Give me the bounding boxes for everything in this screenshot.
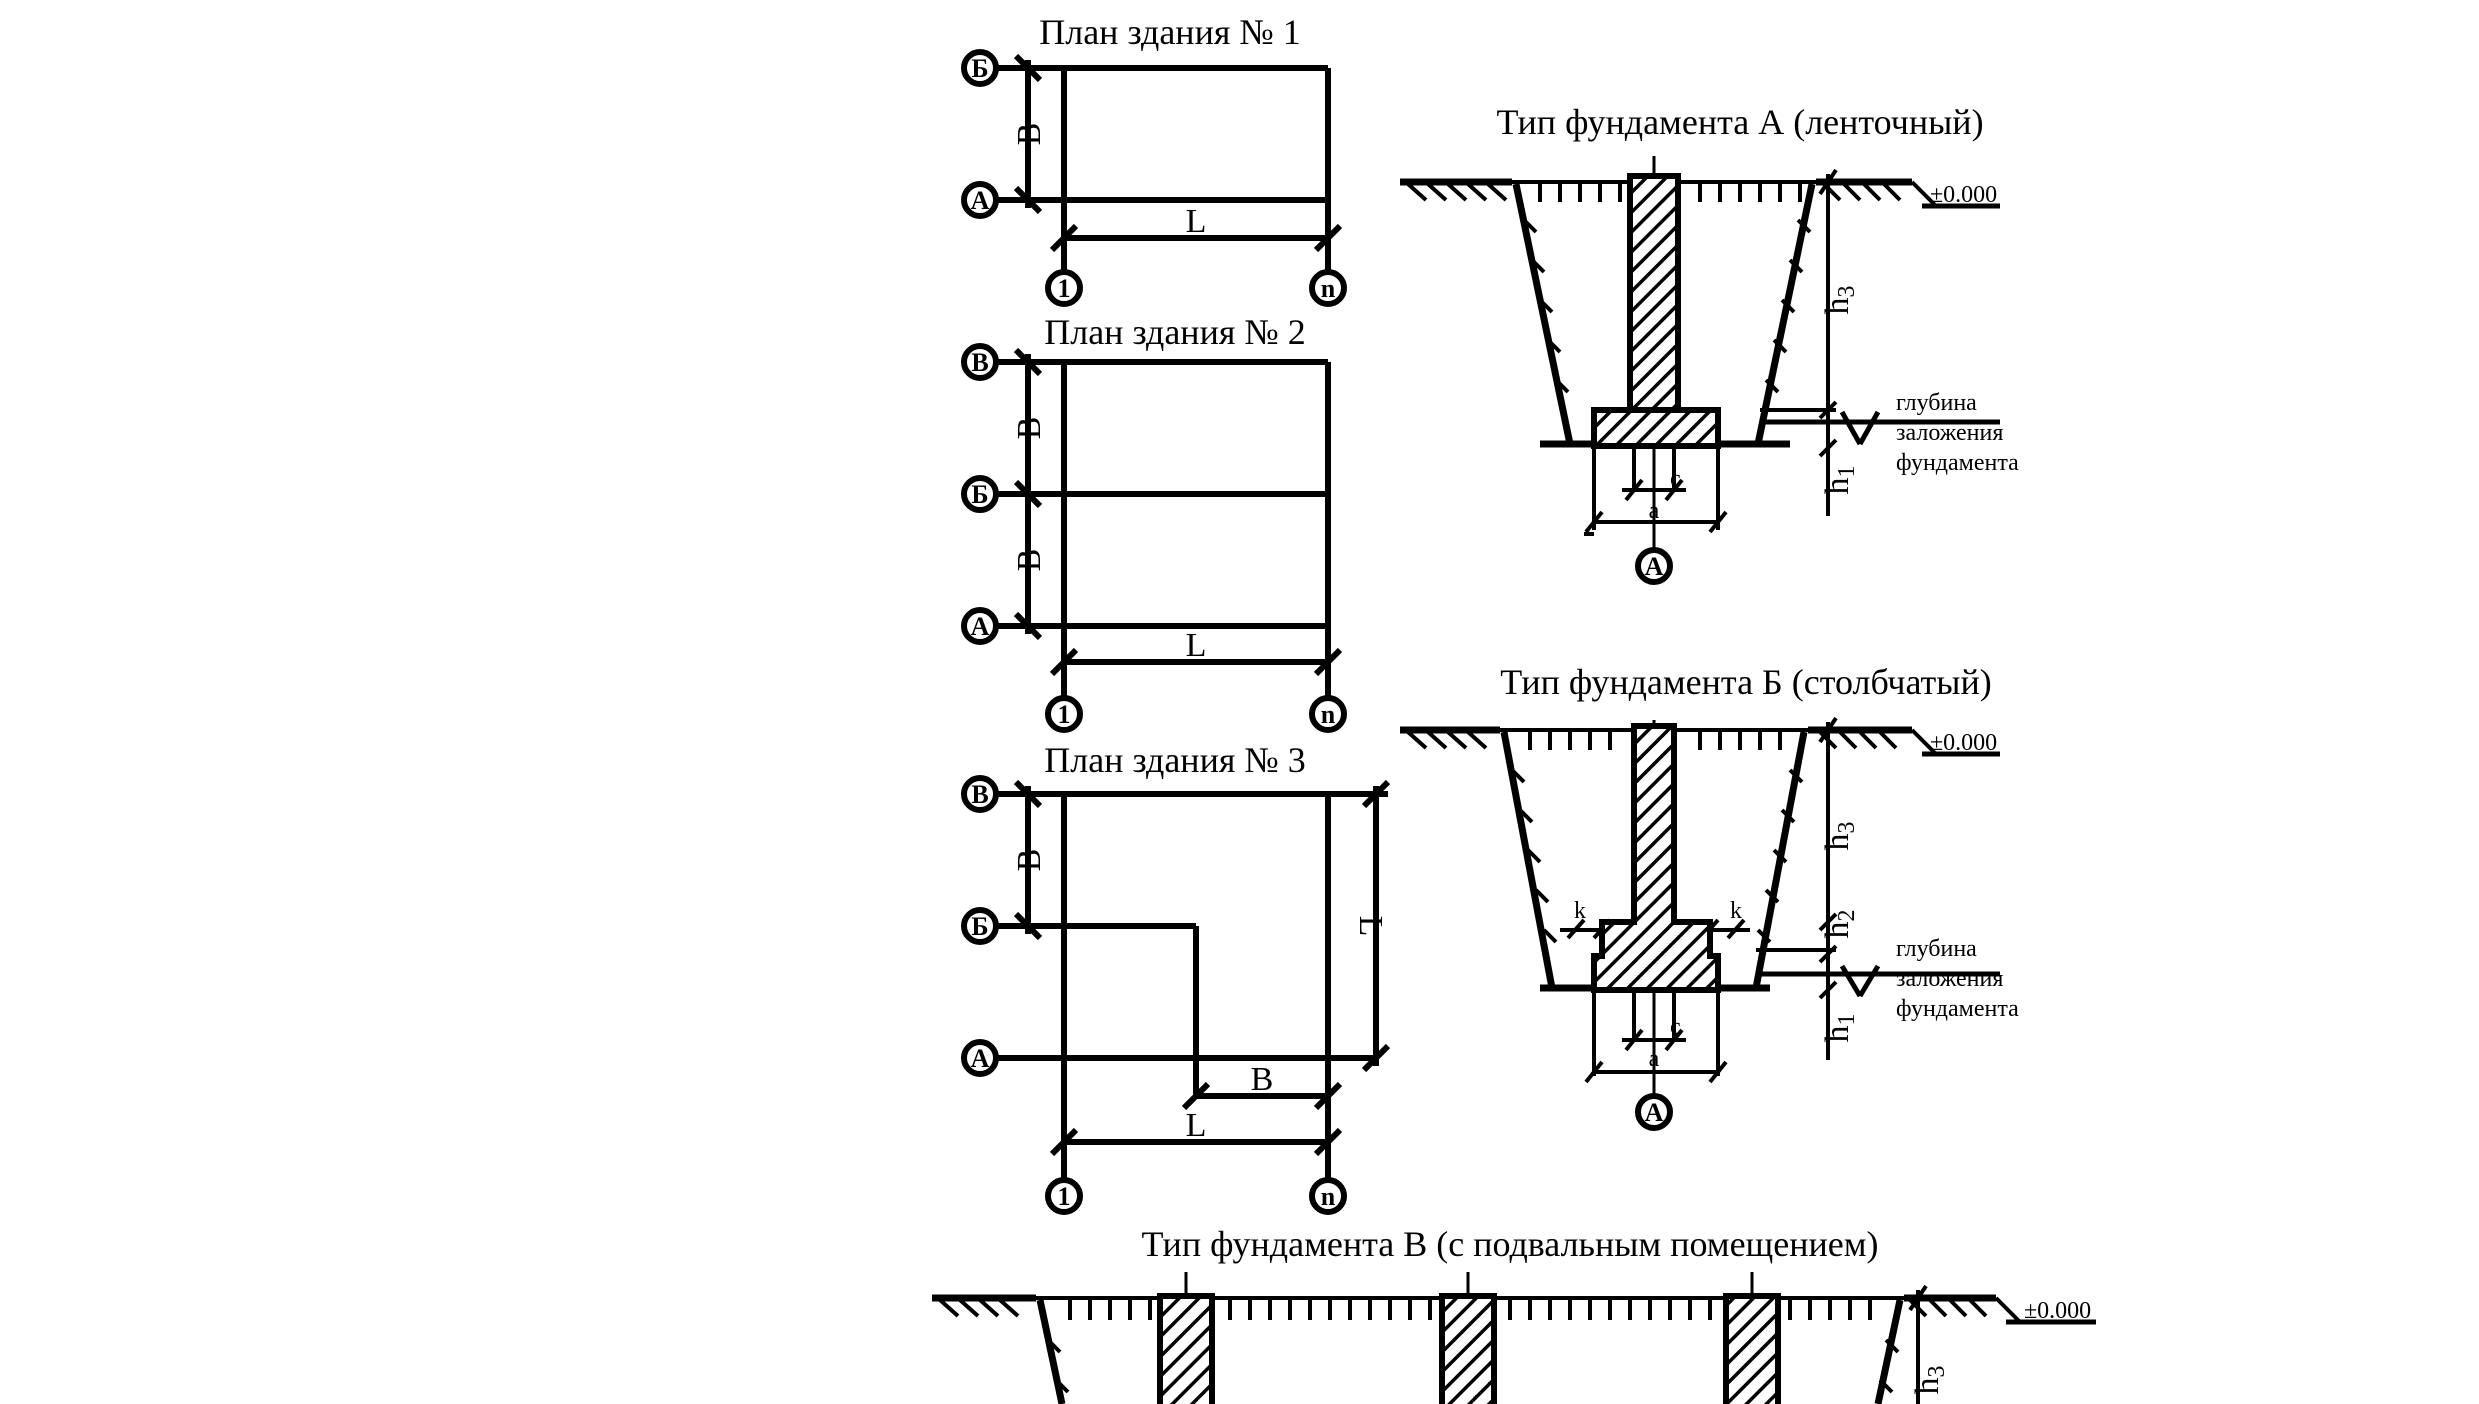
foundation-b-note-3: фундамента [1896, 996, 2019, 1022]
plan-3-axis-v: В [971, 780, 988, 809]
plan-2-axis-n: n [1321, 700, 1336, 729]
plan-1-axis-1: 1 [1058, 274, 1071, 303]
foundation-v-section: Тип фундамента В (с подвальным помещение… [932, 1224, 2096, 1404]
foundation-a-h3: h3 [1819, 286, 1860, 315]
foundation-a-a: a [1649, 498, 1660, 524]
foundation-a-title: Тип фундамента А (ленточный) [1496, 102, 1983, 142]
plan-1-axis-n: n [1321, 274, 1336, 303]
plan-3-dim-b-bottom: B [1251, 1061, 1274, 1098]
foundation-v-ground-ticks [938, 1298, 1988, 1394]
foundation-b-k-right: k [1730, 898, 1742, 924]
foundation-b-level: ±0.000 [1930, 730, 1997, 756]
plan-1-axis-a: А [971, 186, 990, 215]
foundation-b-note-2: заложения [1896, 966, 2003, 992]
plan-2-axis-v: В [971, 348, 988, 377]
plan-2: План здания № 2 B B L В Б А [961, 312, 1347, 733]
foundation-b-note-1: глубина [1896, 936, 1977, 962]
plan-2-title: План здания № 2 [1044, 312, 1306, 352]
foundation-a-note-3: фундамента [1896, 450, 2019, 476]
plan-3-axis-n: n [1321, 1182, 1336, 1211]
foundation-a-axis-marker [1635, 547, 1673, 585]
foundation-b-axis-marker [1635, 1093, 1673, 1131]
foundation-b-h3: h3 [1819, 822, 1860, 851]
plan-2-dim-l: L [1186, 627, 1207, 664]
foundation-b-c: c [1670, 1014, 1681, 1040]
foundation-b-ground-ticks [1406, 730, 1898, 944]
foundation-v-level: ±0.000 [2024, 1298, 2091, 1324]
foundation-b-title: Тип фундамента Б (столбчатый) [1500, 662, 1991, 702]
plan-1-dim-l: L [1186, 203, 1207, 240]
plan-3-axis-markers: В Б А 1 n [961, 775, 1347, 1215]
foundation-a-ground-ticks [1406, 182, 1902, 394]
plan-2-dim-b1: B [1011, 417, 1048, 440]
foundation-v-h3: h3 [1909, 1366, 1950, 1395]
plan-1: План здания № 1 B L Б А 1 [961, 12, 1347, 307]
foundation-v-title: Тип фундамента В (с подвальным помещение… [1141, 1224, 1878, 1264]
plan-3-axis-b: Б [971, 912, 988, 941]
plan-3-dim-b: B [1011, 849, 1048, 872]
plan-2-axis-a: А [971, 612, 990, 641]
foundation-a-footing [1591, 407, 1721, 449]
foundation-b-k-left: k [1574, 898, 1586, 924]
foundation-a-h1: h1 [1819, 466, 1860, 495]
foundation-v-wall-right [1723, 1293, 1781, 1404]
foundation-b-axis-label: А [1645, 1098, 1664, 1127]
plan-1-dim-b: B [1011, 123, 1048, 146]
foundation-a-level: ±0.000 [1930, 182, 1997, 208]
plan-2-axis-1: 1 [1058, 700, 1071, 729]
foundation-a-note-2: заложения [1896, 420, 2003, 446]
plan-3-dim-l-vertical: L [1352, 916, 1389, 937]
plan-1-title: План здания № 1 [1039, 12, 1301, 52]
foundation-b-a: a [1649, 1046, 1660, 1072]
foundation-a-section: Тип фундамента А (ленточный) [1400, 102, 2019, 585]
foundation-v-wall-middle [1439, 1293, 1497, 1404]
plan-3-dim-l-bottom: L [1186, 1107, 1207, 1144]
foundation-a-c: c [1670, 466, 1681, 492]
plan-3: План здания № 3 [961, 740, 1391, 1215]
foundation-b-column [1591, 723, 1721, 993]
plan-3-axis-a: А [971, 1044, 990, 1073]
plan-2-axis-markers: В Б А 1 n [961, 343, 1347, 733]
plan-3-title: План здания № 3 [1044, 740, 1306, 780]
plan-3-axis-1: 1 [1058, 1182, 1071, 1211]
foundation-v-wall-left [1157, 1293, 1215, 1404]
foundation-b-h2: h2 [1819, 910, 1860, 939]
foundation-a-axis-label: А [1645, 552, 1664, 581]
plan-2-axis-b: Б [971, 480, 988, 509]
plan-1-axis-b: Б [971, 54, 988, 83]
foundation-b-h1: h1 [1819, 1014, 1860, 1043]
foundation-a-wall [1627, 173, 1681, 413]
plan-1-axis-markers: Б А 1 n [961, 49, 1347, 307]
foundation-a-note-1: глубина [1896, 390, 1977, 416]
plan-2-dim-b2: B [1011, 549, 1048, 572]
foundation-b-section: Тип фундамента Б (столбчатый) [1400, 662, 2019, 1131]
